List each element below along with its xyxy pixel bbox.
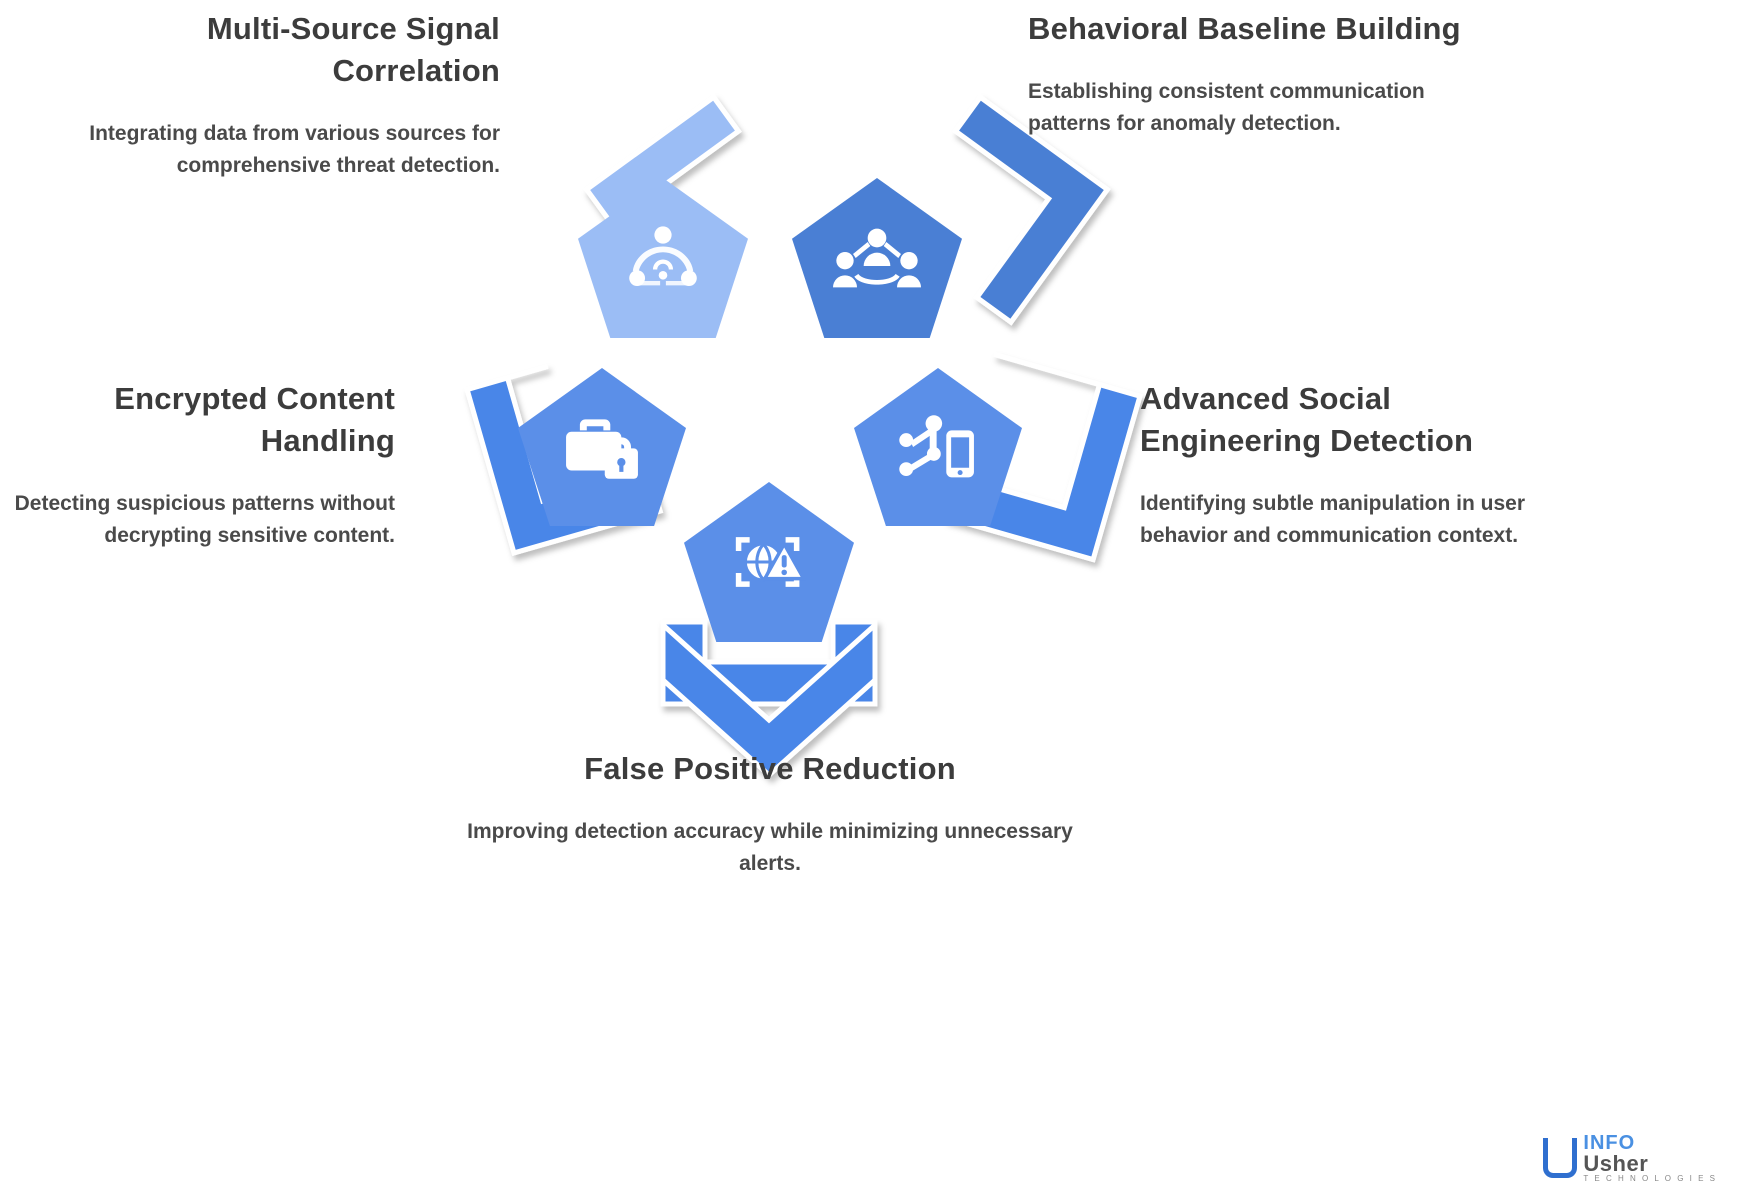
node-body: Improving detection accuracy while minim… xyxy=(467,819,1073,876)
node-title: False Positive Reduction xyxy=(584,751,956,786)
people-network-icon xyxy=(833,228,921,288)
node-encrypted-content-handling[interactable] xyxy=(518,368,686,526)
label-encrypted-content-handling: Encrypted Content Handling Detecting sus… xyxy=(0,378,395,553)
briefcase-lock-icon xyxy=(566,419,638,479)
globe-alert-icon xyxy=(735,537,807,587)
node-multi-source-signal-correlation[interactable] xyxy=(578,178,748,338)
node-false-positive-reduction[interactable] xyxy=(684,482,854,642)
node-behavioral-baseline-building[interactable] xyxy=(792,178,962,338)
node-body: Detecting suspicious patterns without de… xyxy=(14,491,395,548)
watermark-brand-sub: T E C H N O L O G I E S xyxy=(1583,1174,1717,1183)
node-title: Multi-Source Signal Correlation xyxy=(206,11,500,88)
node-body: Establishing consistent communication pa… xyxy=(1028,79,1425,136)
node-body: Integrating data from various sources fo… xyxy=(89,121,500,178)
label-behavioral-baseline-building: Behavioral Baseline Building Establishin… xyxy=(1028,8,1498,141)
node-advanced-social-engineering-detection[interactable] xyxy=(854,368,1022,526)
watermark-logo: INFO Usher T E C H N O L O G I E S xyxy=(1543,1133,1717,1183)
watermark-brand-main: Usher xyxy=(1583,1151,1649,1176)
node-title: Behavioral Baseline Building xyxy=(1028,11,1461,46)
label-false-positive-reduction: False Positive Reduction Improving detec… xyxy=(460,748,1080,881)
node-body: Identifying subtle manipulation in user … xyxy=(1140,491,1526,548)
network-signal-icon xyxy=(629,226,697,287)
molecule-mobile-icon xyxy=(899,415,974,478)
usher-u-icon xyxy=(1543,1138,1578,1178)
node-title: Encrypted Content Handling xyxy=(114,381,395,458)
watermark-brand-top: INFO xyxy=(1583,1132,1636,1154)
label-multi-source-signal-correlation: Multi-Source Signal Correlation Integrat… xyxy=(40,8,500,183)
node-title: Advanced Social Engineering Detection xyxy=(1140,381,1474,458)
label-advanced-social-engineering-detection: Advanced Social Engineering Detection Id… xyxy=(1140,378,1560,553)
